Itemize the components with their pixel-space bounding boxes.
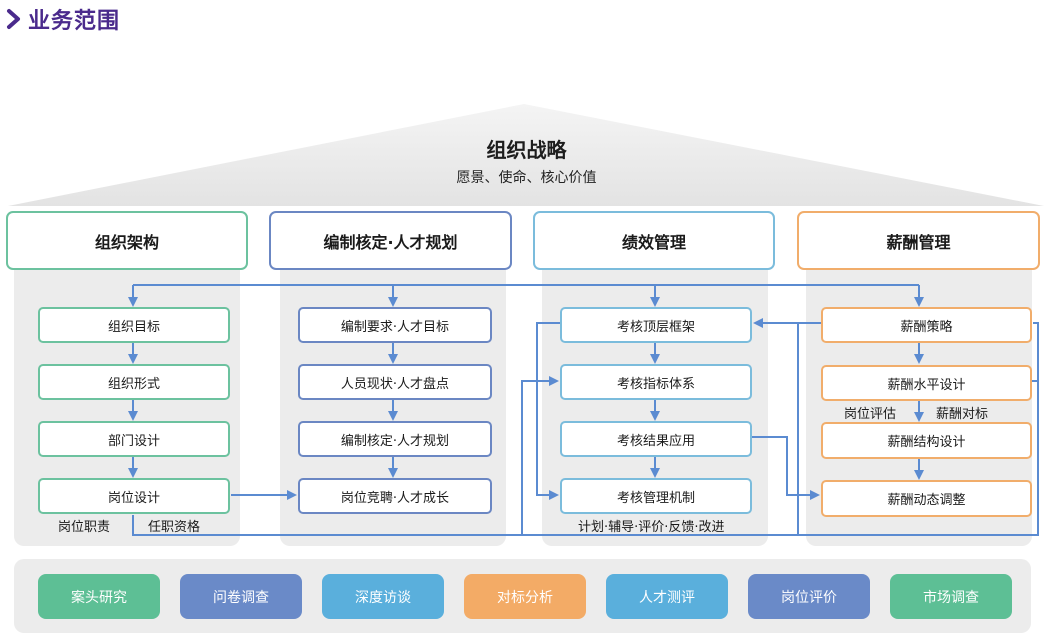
method-market-survey: 市场调查: [890, 574, 1012, 619]
note-position-evaluation: 岗位评估: [844, 407, 897, 422]
page-title: 业务范围: [6, 4, 120, 34]
header-performance: 绩效管理: [533, 211, 775, 270]
node-position-design: 岗位设计: [38, 478, 230, 514]
method-benchmark-analysis: 对标分析: [464, 574, 586, 619]
header-org-structure: 组织架构: [6, 211, 248, 270]
node-staffing-requirement: 编制要求·人才目标: [298, 307, 492, 343]
node-assessment-mechanism: 考核管理机制: [560, 478, 752, 514]
method-in-depth-interview: 深度访谈: [322, 574, 444, 619]
roof-title: 组织战略: [486, 138, 567, 162]
node-pay-dynamic-adjustment: 薪酬动态调整: [821, 480, 1032, 517]
note-performance-cycle: 计划·辅导·评价·反馈·改进: [578, 520, 725, 535]
roof-subtitle: 愿景、使命、核心价值: [456, 170, 597, 186]
note-position-duties: 岗位职责: [58, 520, 111, 535]
node-position-competition: 岗位竞聘·人才成长: [298, 478, 492, 514]
node-assessment-results: 考核结果应用: [560, 421, 752, 457]
method-talent-assessment: 人才测评: [606, 574, 728, 619]
note-qualifications: 任职资格: [148, 520, 201, 535]
chevron-right-icon: [6, 8, 22, 30]
method-questionnaire: 问卷调查: [180, 574, 302, 619]
node-staff-status: 人员现状·人才盘点: [298, 364, 492, 400]
node-pay-strategy: 薪酬策略: [821, 307, 1032, 343]
header-compensation: 薪酬管理: [797, 211, 1040, 270]
node-pay-level-design: 薪酬水平设计: [821, 365, 1032, 401]
node-assessment-framework: 考核顶层框架: [560, 307, 752, 343]
method-position-evaluation: 岗位评价: [748, 574, 870, 619]
node-dept-design: 部门设计: [38, 421, 230, 457]
note-pay-benchmark: 薪酬对标: [936, 407, 989, 422]
header-staffing-planning: 编制核定·人才规划: [269, 211, 512, 270]
node-org-form: 组织形式: [38, 364, 230, 400]
node-assessment-indicators: 考核指标体系: [560, 364, 752, 400]
method-desk-research: 案头研究: [38, 574, 160, 619]
page-title-text: 业务范围: [28, 9, 121, 34]
node-staffing-approval: 编制核定·人才规划: [298, 421, 492, 457]
node-pay-structure-design: 薪酬结构设计: [821, 422, 1032, 459]
node-org-goal: 组织目标: [38, 307, 230, 343]
